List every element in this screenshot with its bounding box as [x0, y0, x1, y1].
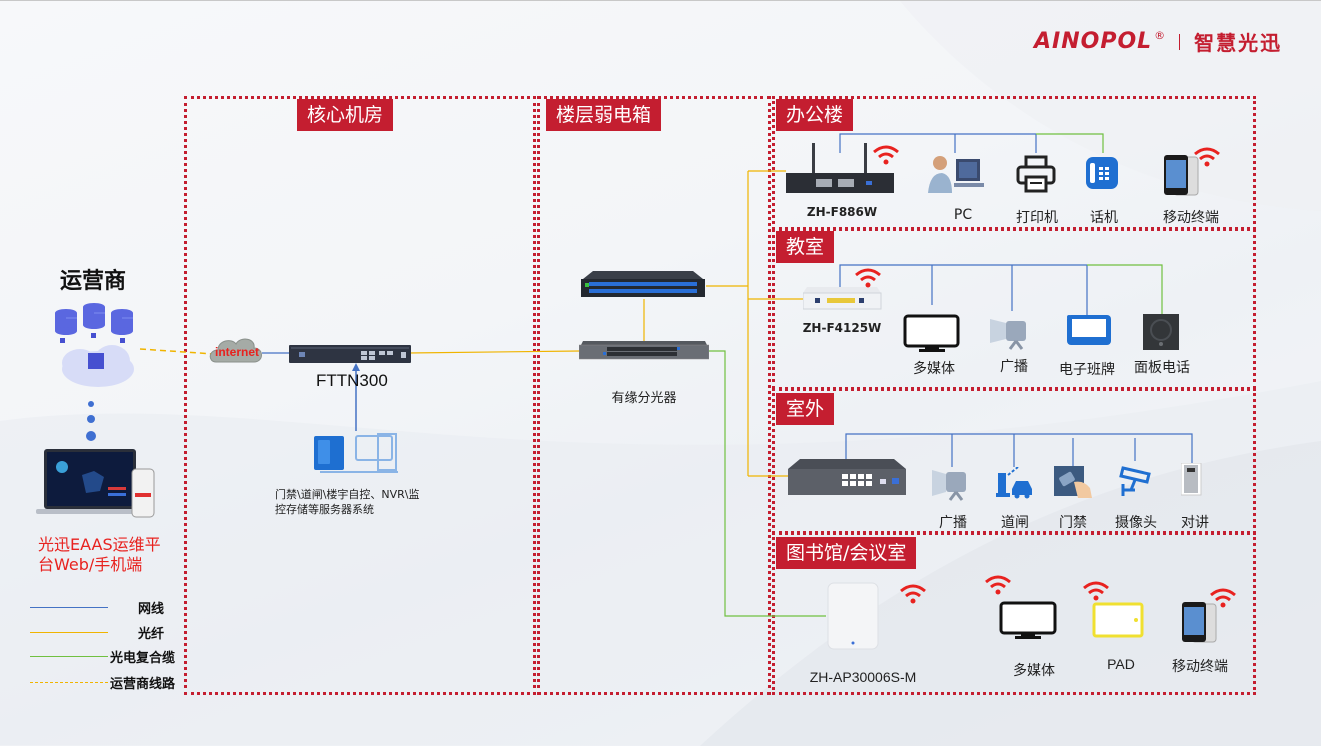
outdoor-device-label: 道闸 [1001, 515, 1029, 531]
zone-title-floor-box: 楼层弱电箱 [546, 99, 662, 131]
fttn300-label: FTTN300 [316, 371, 388, 390]
server-system-icon [314, 433, 398, 473]
zh-f4125w-label: ZH-F4125W [802, 321, 882, 335]
telephone-icon [1086, 157, 1118, 189]
internet-label: internet [215, 345, 260, 359]
zone-title-classroom: 教室 [776, 231, 835, 263]
multimedia-display-icon [999, 601, 1057, 639]
camera-icon [1119, 466, 1151, 496]
logo-divider [1179, 33, 1181, 50]
ops-platform-label-line1: 光迅EAAS运维平 [38, 535, 161, 554]
wifi-icon [985, 575, 1011, 595]
zone-core-room [184, 96, 536, 695]
pad-tablet-icon [1092, 602, 1144, 638]
office-device-label: PC [953, 207, 973, 223]
broadcast-horn-icon [990, 319, 1026, 350]
pc-user-icon [928, 156, 984, 193]
operator-title: 运营商 [60, 269, 127, 294]
legend-item-hybrid: 光电复合缆 [30, 647, 175, 666]
zh-f886w-gateway-icon [786, 143, 894, 193]
legend-label: 光电复合缆 [110, 651, 176, 666]
library-device-label: PAD [1107, 656, 1135, 672]
mobile-phone-icon [1182, 602, 1217, 643]
logo-brand-text: AINOPOL [1034, 29, 1153, 54]
outdoor-device-label: 对讲 [1181, 515, 1209, 531]
legend-label: 光纤 [138, 627, 165, 642]
wifi-icon [1083, 581, 1109, 601]
wifi-icon [1194, 147, 1220, 167]
classroom-device-label: 电子班牌 [1059, 362, 1115, 378]
legend-label: 运营商线路 [110, 677, 176, 692]
outdoor-device-label: 门禁 [1059, 515, 1087, 531]
legend-item-network: 网线 [30, 598, 164, 617]
wifi-icon [1210, 588, 1236, 608]
mobile-phone-icon [1164, 155, 1199, 196]
broadcast-horn-icon [932, 470, 966, 501]
office-device-label: 话机 [1090, 210, 1118, 226]
barrier-gate-icon [996, 467, 1032, 499]
library-device-label: 多媒体 [1013, 663, 1055, 679]
splitter-label: 有缘分光器 [611, 391, 677, 406]
zh-f4125w-gateway-icon [803, 287, 882, 310]
internet-cloud-icon [209, 338, 262, 363]
zh-ap30006s-m-label: ZH-AP30006S-M [809, 669, 917, 685]
electronic-class-board-icon [1067, 315, 1111, 345]
outdoor-device-label: 广播 [939, 515, 967, 531]
ops-platform-label-line2: 台Web/手机端 [38, 555, 143, 574]
server-system-label-line2: 控存储等服务器系统 [275, 503, 374, 516]
legend-item-fiber: 光纤 [30, 623, 164, 642]
fttn300-device-icon [289, 345, 411, 363]
office-device-label: 移动终端 [1163, 210, 1219, 226]
zone-title-outdoor: 室外 [776, 393, 835, 425]
zone-title-library: 图书馆/会议室 [776, 537, 917, 569]
printer-icon [1016, 155, 1056, 193]
access-control-card-icon [1054, 466, 1092, 498]
brand-logo: AINOPOL ® 智慧光迅 [1034, 27, 1282, 56]
legend-label: 网线 [138, 602, 165, 617]
library-device-label: 移动终端 [1172, 659, 1228, 675]
zone-title-office: 办公楼 [776, 99, 854, 131]
poe-switch-icon [788, 459, 906, 495]
classroom-device-label: 面板电话 [1134, 360, 1190, 376]
logo-slogan: 智慧光迅 [1194, 31, 1283, 55]
registered-mark: ® [1154, 29, 1166, 42]
zone-title-core-room: 核心机房 [297, 99, 394, 131]
optical-splitter-icon [579, 341, 709, 360]
office-device-label: 打印机 [1016, 210, 1058, 226]
panel-phone-icon [1143, 314, 1179, 350]
intercom-icon [1181, 463, 1202, 496]
wifi-icon [855, 268, 881, 288]
connector-dots-icon [86, 401, 96, 441]
wifi-icon [900, 584, 926, 604]
legend-item-carrier: 运营商线路 [30, 673, 175, 692]
wireless-ap-icon [827, 582, 879, 650]
classroom-device-label: 广播 [1000, 359, 1028, 375]
server-system-label-line1: 门禁\道闸\楼宇自控、NVR\监 [275, 488, 420, 501]
zh-f886w-label: ZH-F886W [806, 205, 878, 219]
multimedia-display-icon [903, 314, 960, 352]
ops-platform-laptop-phone-icon [36, 449, 155, 518]
operator-cloud-database-icon [55, 303, 134, 387]
outdoor-device-label: 摄像头 [1115, 515, 1157, 531]
wifi-icon [873, 145, 899, 165]
classroom-device-label: 多媒体 [913, 361, 955, 377]
odf-patch-panel-icon [581, 271, 705, 297]
